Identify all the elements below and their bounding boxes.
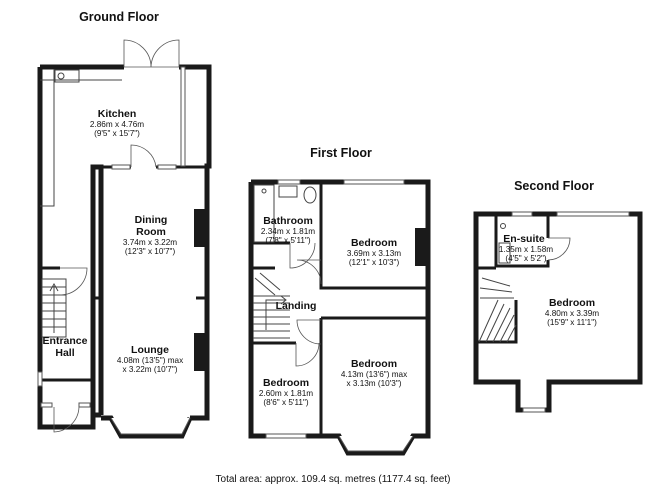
dining-name-line1: Dining <box>135 214 168 226</box>
second-floor-title: Second Floor <box>514 179 594 193</box>
en-suite-door <box>547 237 571 261</box>
ground-floor-stairs <box>41 278 67 338</box>
small-bedroom-door <box>295 342 320 367</box>
dining-window-right <box>157 164 177 170</box>
bath <box>253 184 275 243</box>
second-floor: Second Floor En-suite 1.35m x 1.58m (4'5… <box>473 179 643 413</box>
hall-name-line1: Entrance <box>43 335 88 347</box>
total-area: Total area: approx. 109.4 sq. metres (11… <box>216 474 451 485</box>
small-bedroom-dim-imperial: (8'6" x 5'11") <box>263 398 308 407</box>
kitchen-french-doors <box>123 39 180 68</box>
lounge-bay-window <box>101 415 193 439</box>
dining-door <box>130 144 157 168</box>
lounge-name: Lounge <box>131 344 169 356</box>
hall-porch-window <box>37 371 43 387</box>
ground-floor-hall-wall <box>40 266 93 382</box>
en-suite-walls <box>494 214 550 268</box>
rear-bedroom-dim-imperial: (12'1" x 10'3") <box>349 258 400 267</box>
second-floor-stair-wall <box>476 266 518 344</box>
shower <box>498 242 511 264</box>
dining-chimney-breast <box>194 209 207 247</box>
dining-window-left <box>111 164 131 170</box>
sink-drain <box>57 72 65 80</box>
lounge-dim-imperial: x 3.22m (10'7") <box>123 365 178 374</box>
hall-side-window <box>78 402 91 408</box>
first-floor-bay-glazing <box>338 435 414 452</box>
rear-bedroom-name: Bedroom <box>351 237 397 249</box>
hall-door <box>59 267 88 296</box>
lounge-chimney-breast <box>194 333 207 371</box>
bathroom-name: Bathroom <box>263 215 313 227</box>
toilet <box>303 186 317 204</box>
landing-name: Landing <box>276 300 317 312</box>
bathroom-window <box>277 179 301 185</box>
small-bedroom-window <box>265 433 307 439</box>
en-suite-dim-metric: 1.35m x 1.58m <box>499 245 553 254</box>
rear-bedroom-dim-metric: 3.69m x 3.13m <box>347 249 401 258</box>
dining-dim-metric: 3.74m x 3.22m <box>123 238 177 247</box>
first-floor-bay-window <box>331 433 420 456</box>
second-bedroom-dim-metric: 4.80m x 3.39m <box>545 309 599 318</box>
bathroom-dim-metric: 2.34m x 1.81m <box>261 227 315 236</box>
first-floor-stairs <box>253 272 290 339</box>
front-bedroom-door <box>296 319 322 345</box>
en-suite-name: En-suite <box>503 233 545 245</box>
lounge-bay-glazing <box>110 417 191 435</box>
kitchen-sink <box>54 69 80 83</box>
en-suite-dim-imperial: (4'5" x 5'2") <box>505 254 547 263</box>
hall-name-line2: Hall <box>55 347 74 359</box>
dining-name-line2: Room <box>136 226 166 238</box>
front-door <box>53 406 80 433</box>
front-bedroom-dim-metric: 4.13m (13'6") max <box>341 370 407 379</box>
second-floor-outer-wall <box>473 211 643 413</box>
small-bedroom-name: Bedroom <box>263 377 309 389</box>
ground-floor: Ground Floor <box>37 10 212 439</box>
kitchen-dim-metric: 2.86m x 4.76m <box>90 120 144 129</box>
bathroom-dim-imperial: (7'8" x 5'11") <box>265 236 310 245</box>
basin <box>278 185 298 198</box>
kitchen-worktop <box>40 69 122 207</box>
first-floor: First Floor Bathroom 2.34m x 1.81m <box>248 146 431 456</box>
kitchen-name: Kitchen <box>98 108 137 120</box>
kitchen-dim-imperial: (9'5" x 15'7") <box>94 129 140 138</box>
dining-dim-imperial: (12'3" x 10'7") <box>125 247 176 256</box>
rear-bedroom-window <box>343 179 405 185</box>
en-suite-basin <box>500 223 506 229</box>
small-bedroom-dim-metric: 2.60m x 1.81m <box>259 389 313 398</box>
second-floor-stairs <box>478 277 517 343</box>
second-bedroom-name: Bedroom <box>549 297 595 309</box>
rear-bedroom-door <box>296 259 322 285</box>
kitchen-side-window <box>180 66 186 167</box>
en-suite-window <box>511 211 533 217</box>
second-bedroom-dim-imperial: (15'9" x 11'1") <box>547 318 597 327</box>
ground-floor-title: Ground Floor <box>79 10 159 24</box>
bath-tap <box>261 188 267 194</box>
front-bedroom-dim-imperial: x 3.13m (10'3") <box>347 379 402 388</box>
first-floor-chimney-breast <box>415 228 428 266</box>
second-bedroom-window <box>556 211 630 217</box>
first-floor-title: First Floor <box>310 146 372 160</box>
front-bedroom-name: Bedroom <box>351 358 397 370</box>
lounge-dim-metric: 4.08m (13'5") max <box>117 356 183 365</box>
first-floor-internal-walls <box>251 182 428 436</box>
hall-window <box>40 402 53 408</box>
dormer-window <box>522 407 546 413</box>
